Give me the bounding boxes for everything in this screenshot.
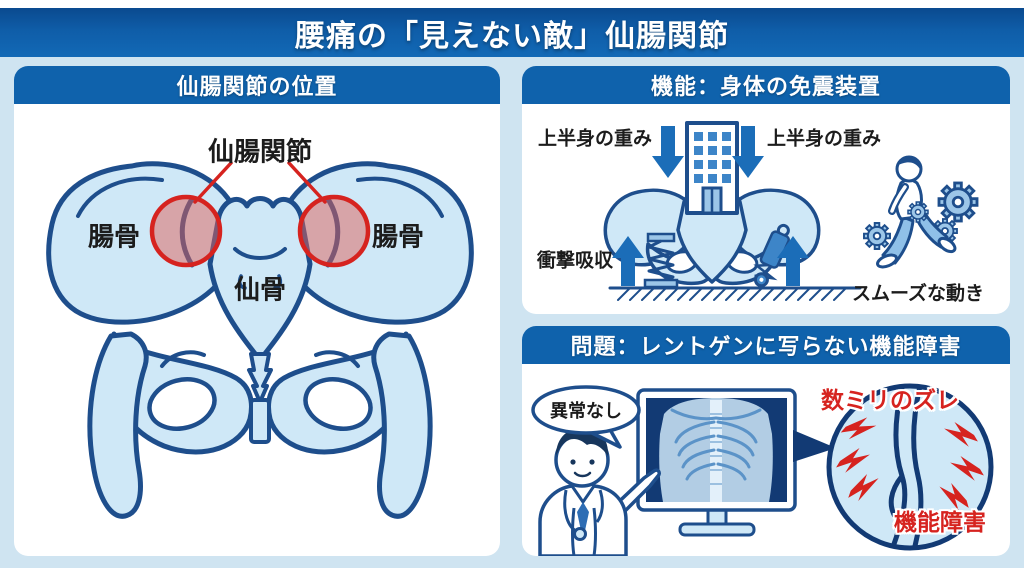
location-panel-title: 仙腸関節の位置 xyxy=(176,74,338,99)
upper-weight-right-label: 上半身の重み xyxy=(766,128,882,150)
problem-panel-header: 問題：レントゲンに写らない機能障害 xyxy=(522,326,1010,364)
speech-bubble xyxy=(531,385,641,449)
walking-person-icon xyxy=(863,155,979,269)
sacrum-label: 仙骨 xyxy=(233,274,287,305)
gear-icon xyxy=(937,181,979,223)
pelvis-illustration xyxy=(14,161,500,556)
up-arrow-icon xyxy=(612,236,809,286)
gear-icon xyxy=(907,201,929,223)
down-arrow-icon xyxy=(652,126,764,178)
shock-absorption-label: 衝撃吸収 xyxy=(536,250,614,272)
doctor-speech-label: 異常なし xyxy=(550,401,622,421)
building-icon xyxy=(685,121,739,215)
dysfunction-label: 機能障害 xyxy=(894,509,986,535)
xray-monitor xyxy=(636,388,797,537)
smooth-motion-label: スムーズな動き xyxy=(851,283,985,305)
shock-absorber-illustration xyxy=(603,121,979,301)
page-title: 腰痛の「見えない敵」仙腸関節 xyxy=(295,19,729,53)
ilium-left-label: 腸骨 xyxy=(87,221,141,252)
shock-absorber-icon xyxy=(753,223,790,288)
function-panel: 機能：身体の免震装置 xyxy=(522,66,1010,314)
upper-weight-left-label: 上半身の重み xyxy=(537,128,653,150)
problem-panel: 問題：レントゲンに写らない機能障害 xyxy=(522,326,1010,556)
joint-label: 仙腸関節 xyxy=(207,136,313,167)
location-panel: 仙腸関節の位置 xyxy=(14,66,500,556)
misalignment-label: 数ミリのズレ xyxy=(821,387,959,413)
function-panel-title: 機能：身体の免震装置 xyxy=(650,74,881,99)
si-joint-highlight-circles xyxy=(149,194,371,268)
location-panel-header: 仙腸関節の位置 xyxy=(14,66,500,104)
spring-icon xyxy=(643,232,679,289)
chest-xray-image xyxy=(659,398,773,502)
problem-panel-title: 問題：レントゲンに写らない機能障害 xyxy=(570,334,962,359)
function-panel-header: 機能：身体の免震装置 xyxy=(522,66,1010,104)
title-banner: 腰痛の「見えない敵」仙腸関節 xyxy=(0,8,1024,57)
gear-icon xyxy=(863,222,891,250)
magnifier-circle xyxy=(826,383,994,551)
xray-scene-illustration xyxy=(531,383,994,556)
doctor-icon xyxy=(538,427,661,556)
magnifier-pointer xyxy=(793,430,836,462)
sacrum-bone xyxy=(207,196,313,444)
ground-line xyxy=(608,286,862,301)
ilium-right-label: 腸骨 xyxy=(371,221,425,252)
joint-gap-lines xyxy=(888,388,924,546)
joint-pointer-lines xyxy=(193,161,327,204)
